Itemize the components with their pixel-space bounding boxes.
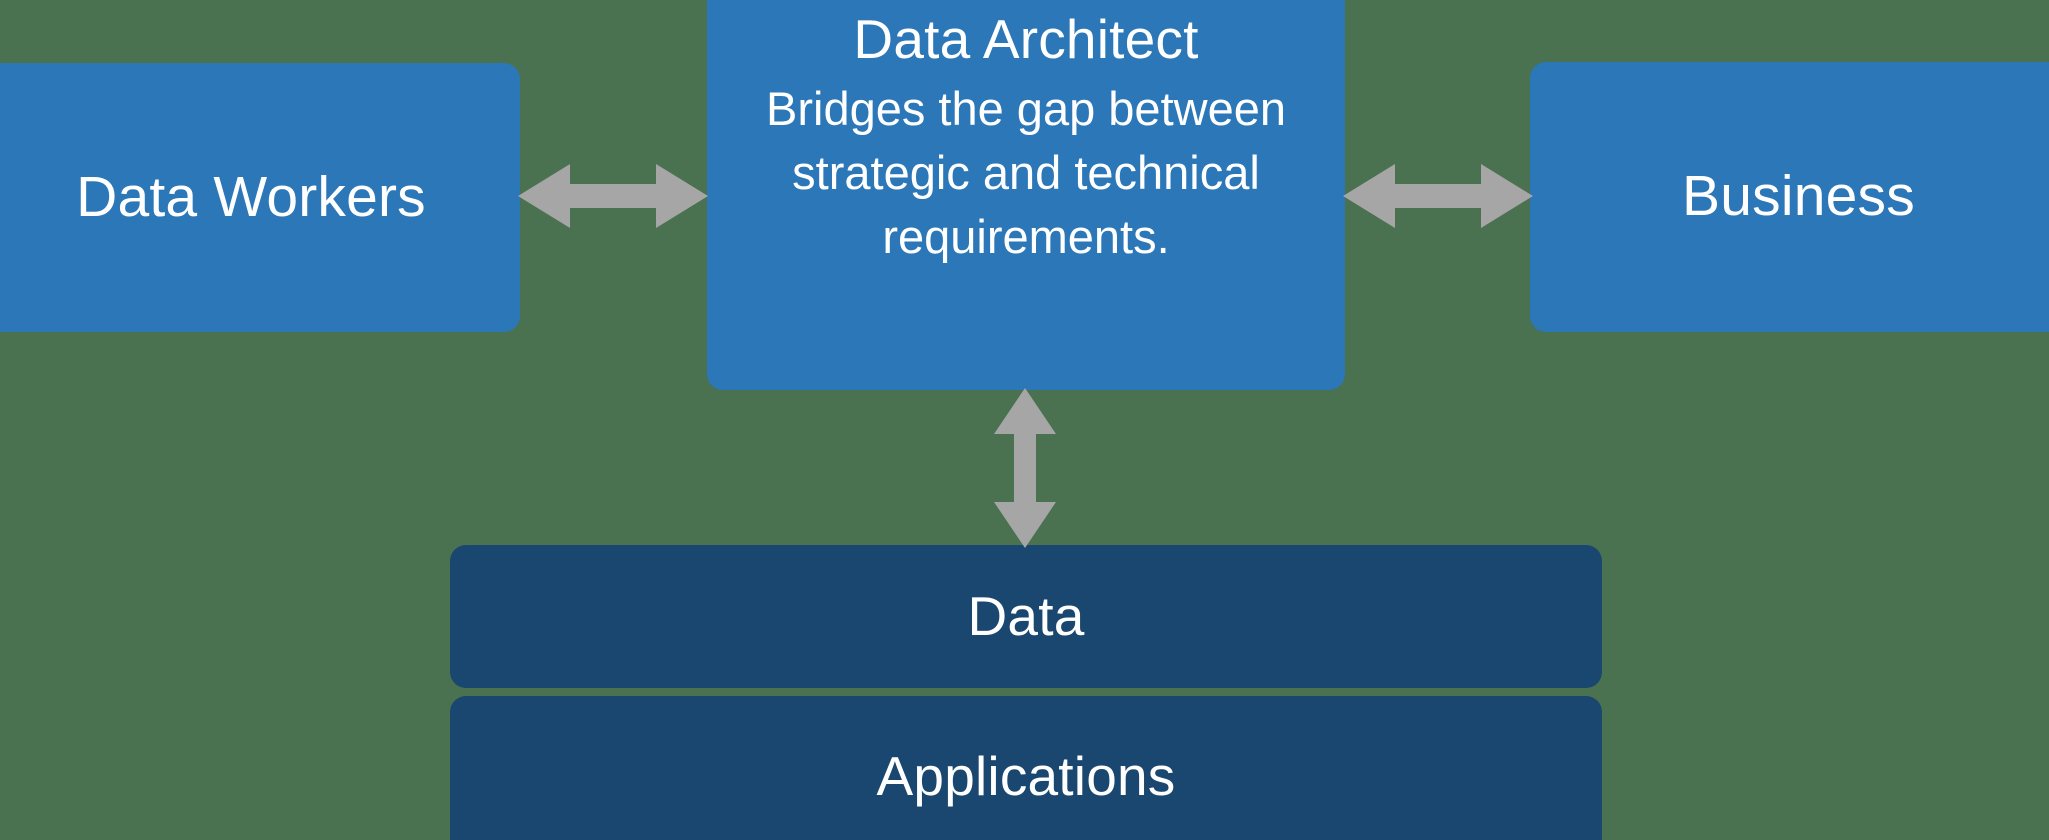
node-applications[interactable]: Applications	[450, 696, 1602, 840]
node-data-workers[interactable]: Data Workers	[0, 63, 520, 332]
double-arrow-up-down-icon	[988, 388, 1062, 548]
node-business-label: Business	[1682, 164, 1915, 229]
double-arrow-left-right-icon	[1343, 158, 1533, 234]
node-business[interactable]: Business	[1530, 62, 2049, 332]
node-data-label: Data	[967, 584, 1085, 647]
node-applications-label: Applications	[876, 745, 1176, 808]
double-arrow-left-right-icon	[518, 158, 708, 234]
node-data-architect-description: Bridges the gap between strategic and te…	[766, 82, 1286, 264]
node-data[interactable]: Data	[450, 545, 1602, 688]
node-data-workers-label: Data Workers	[76, 164, 426, 229]
node-data-architect-title: Data Architect	[853, 8, 1199, 70]
node-data-architect[interactable]: Data Architect Bridges the gap between s…	[707, 0, 1345, 390]
